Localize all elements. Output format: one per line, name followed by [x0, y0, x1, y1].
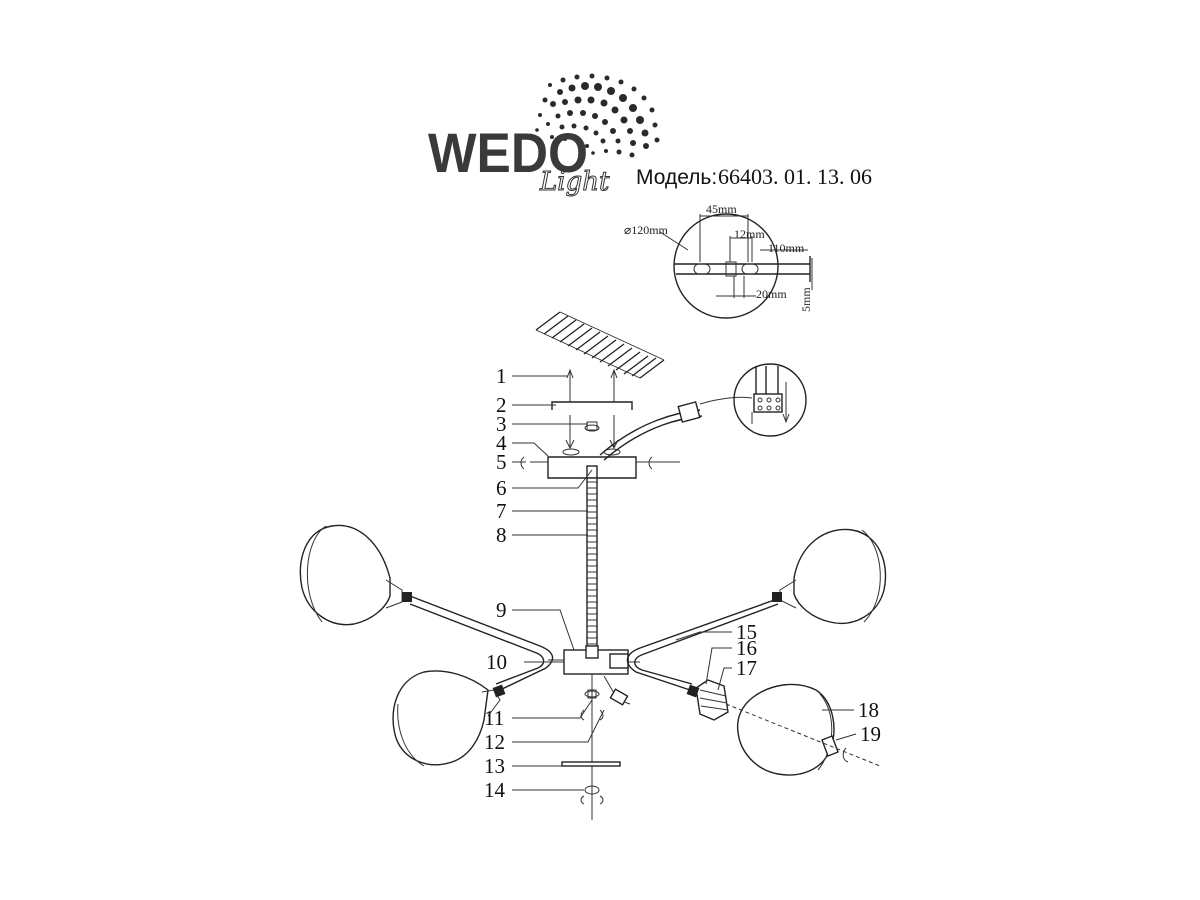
- center-body: [548, 645, 640, 820]
- callout-14: 14: [484, 778, 506, 802]
- arm-left: [409, 595, 554, 691]
- callout-leaders: [512, 375, 857, 791]
- callout-9: 9: [496, 598, 507, 622]
- dim-12mm: 12mm: [734, 227, 765, 241]
- model-label: Модель:: [636, 166, 717, 189]
- callout-3: 3: [496, 412, 507, 436]
- callout-11: 11: [484, 706, 504, 730]
- callout-13: 13: [484, 754, 505, 778]
- callout-12: 12: [484, 730, 505, 754]
- dim-diameter: ⌀120mm: [624, 223, 669, 237]
- brand-logo: WEDO Light: [428, 73, 660, 198]
- dim-5mm: 5mm: [799, 287, 813, 312]
- callout-1: 1: [496, 364, 507, 388]
- dim-20mm: 20mm: [756, 287, 787, 301]
- callout-18: 18: [858, 698, 879, 722]
- detail-circle: [673, 213, 779, 319]
- logo-wordmark: WEDO: [428, 121, 588, 184]
- dim-110mm: 110mm: [768, 241, 805, 255]
- shade-lower-left: [392, 670, 506, 767]
- rod-tube: [586, 477, 598, 649]
- mounting-screws: [569, 370, 615, 402]
- ceiling-hatch: [535, 311, 665, 379]
- down-rod: [586, 465, 598, 649]
- arm-right: [626, 597, 781, 691]
- logo-sub-wordmark: Light: [539, 167, 610, 197]
- mounting-bracket: [551, 401, 633, 410]
- lamp-socket: [686, 679, 729, 721]
- callout-2: 2: [496, 393, 507, 417]
- callout-4: 4: [496, 431, 507, 455]
- mounting-bracket-detail: ⌀120mm 45mm 12mm 110mm 20mm 5mm: [624, 202, 813, 319]
- model-number: 66403. 01. 13. 06: [718, 164, 872, 189]
- callout-10: 10: [486, 650, 507, 674]
- dim-45mm: 45mm: [706, 202, 737, 216]
- shade-lower-right: [736, 683, 835, 776]
- callout-7: 7: [496, 499, 507, 523]
- callout-8: 8: [496, 523, 507, 547]
- callout-17: 17: [736, 656, 757, 680]
- shade-upper-left: [299, 524, 412, 626]
- terminal-detail-circle: [733, 363, 807, 437]
- rod-nut: [586, 465, 598, 479]
- callout-16: 16: [736, 636, 757, 660]
- canopy-assembly: [520, 363, 807, 479]
- logo-dot-swirl: [535, 73, 660, 158]
- callout-19: 19: [860, 722, 881, 746]
- callout-6: 6: [496, 476, 507, 500]
- arms: [409, 595, 781, 691]
- callout-5: 5: [496, 450, 507, 474]
- glass-shades: [299, 524, 887, 776]
- shade-upper-right: [772, 528, 887, 624]
- callout-numbers: 1 2 3 4 5 6 7 8 9 10 11 12 13 14 15 16 1…: [484, 364, 881, 802]
- bottom-plate: [561, 761, 621, 767]
- terminal-block: [677, 401, 701, 423]
- callout-15: 15: [736, 620, 757, 644]
